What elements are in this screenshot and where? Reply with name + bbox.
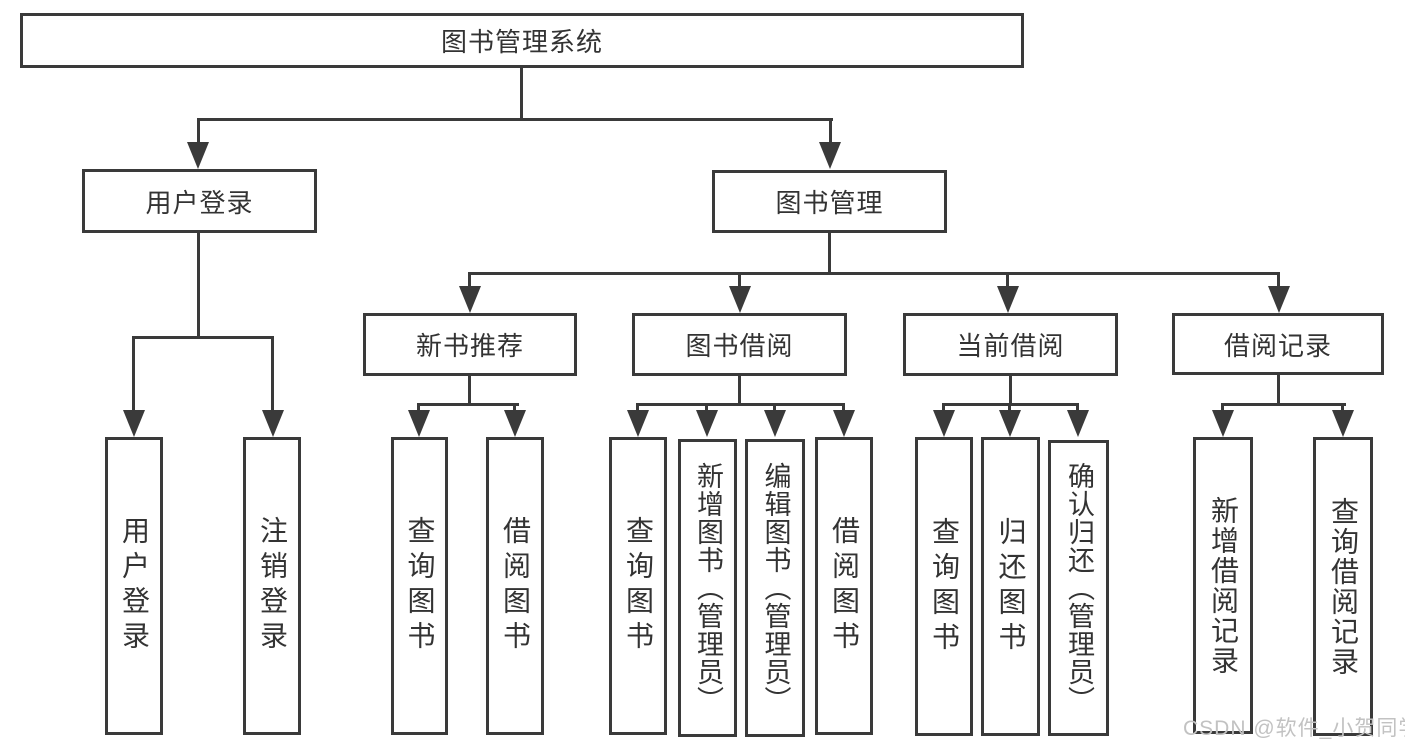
arrow-down-icon <box>627 410 649 437</box>
node-book-borrow: 图书借阅 <box>632 313 847 376</box>
connector-leaf-drop <box>271 336 274 412</box>
node-book-management: 图书管理 <box>712 170 947 233</box>
connector-level3-drop <box>468 272 471 288</box>
arrow-down-icon <box>1067 410 1089 437</box>
leaf-borrow-books: 借阅图书 <box>815 437 873 735</box>
connector-level3-drop <box>1277 272 1280 288</box>
connector-leaf-drop <box>1008 403 1011 413</box>
arrow-down-icon <box>819 142 841 169</box>
connector-rail <box>1221 403 1346 406</box>
connector-leaf-drop <box>842 403 845 413</box>
node-new-book-recommend: 新书推荐 <box>363 313 577 376</box>
leaf-query-books-current-label: 查询图书 <box>929 516 960 657</box>
connector-rail <box>636 403 845 406</box>
connector-stem <box>468 375 471 404</box>
leaf-edit-books-admin-label: 编辑图书（管理员） <box>760 462 791 714</box>
leaf-user-login-label: 用户登录 <box>119 516 150 656</box>
arrow-down-icon <box>833 410 855 437</box>
arrow-down-icon <box>999 410 1021 437</box>
arrow-down-icon <box>696 410 718 437</box>
node-user-login-label: 用户登录 <box>145 187 254 218</box>
leaf-query-books-borrow: 查询图书 <box>609 437 667 735</box>
arrow-down-icon <box>262 410 284 437</box>
leaf-query-books-recommend-label: 查询图书 <box>404 516 436 656</box>
leaf-add-books-admin-label: 新增图书（管理员） <box>693 462 723 714</box>
connector-book-mgmt-drop <box>829 118 832 144</box>
leaf-add-books-admin: 新增图书（管理员） <box>678 439 737 737</box>
connector-leaf-drop <box>1076 403 1079 413</box>
connector-user-login-stem <box>197 233 200 339</box>
connector-leaf-drop <box>705 403 708 413</box>
connector-level3-drop <box>1006 272 1009 288</box>
connector-stem <box>738 375 741 404</box>
node-borrow-records-label: 借阅记录 <box>1223 330 1332 361</box>
leaf-logout-login: 注销登录 <box>243 437 301 735</box>
leaf-query-books-current: 查询图书 <box>915 437 973 736</box>
leaf-borrow-books-recommend-label: 借阅图书 <box>500 516 531 656</box>
leaf-borrow-books-recommend: 借阅图书 <box>486 437 544 735</box>
arrow-down-icon <box>123 410 145 437</box>
arrow-down-icon <box>729 286 751 313</box>
connector-leaf-drop <box>1341 403 1344 413</box>
arrow-down-icon <box>504 410 526 437</box>
connector-leaf-drop <box>132 336 135 412</box>
connector-leaf-drop <box>417 403 420 413</box>
leaf-logout-login-label: 注销登录 <box>257 516 288 656</box>
connector-level3-drop <box>738 272 741 288</box>
connector-leaf-drop <box>513 403 516 413</box>
arrow-down-icon <box>187 142 209 169</box>
connector-book-mgmt-stem <box>828 232 831 272</box>
arrow-down-icon <box>459 286 481 313</box>
leaf-query-books-borrow-label: 查询图书 <box>623 516 654 656</box>
connector-user-login-drop <box>197 118 200 144</box>
leaf-borrow-books-label: 借阅图书 <box>829 516 860 656</box>
node-library-system-label: 图书管理系统 <box>440 27 603 57</box>
connector-level3-rail <box>468 272 1280 275</box>
node-current-borrow-label: 当前借阅 <box>956 331 1065 361</box>
connector-stem <box>1277 374 1280 404</box>
leaf-add-borrow-record-label: 新增借阅记录 <box>1208 495 1239 676</box>
node-book-management-label: 图书管理 <box>775 188 884 218</box>
connector-leaf-drop <box>773 403 776 413</box>
arrow-down-icon <box>1212 410 1234 437</box>
node-new-book-recommend-label: 新书推荐 <box>415 331 524 361</box>
node-borrow-records: 借阅记录 <box>1172 313 1384 375</box>
leaf-return-books: 归还图书 <box>981 437 1040 736</box>
csdn-watermark: CSDN @软件_小贺同学 <box>1183 717 1405 740</box>
leaf-confirm-return-admin: 确认归还（管理员） <box>1048 440 1109 736</box>
arrow-down-icon <box>997 286 1019 313</box>
arrow-down-icon <box>1332 410 1354 437</box>
node-current-borrow: 当前借阅 <box>903 313 1118 376</box>
connector-leaf-drop <box>1221 403 1224 413</box>
connector-rail <box>417 403 519 406</box>
connector-leaf-drop <box>636 403 639 413</box>
arrow-down-icon <box>764 410 786 437</box>
leaf-confirm-return-admin-label: 确认归还（管理员） <box>1064 462 1094 714</box>
leaf-edit-books-admin: 编辑图书（管理员） <box>745 439 805 737</box>
node-book-borrow-label: 图书借阅 <box>685 331 794 361</box>
connector-root-stem <box>520 68 523 118</box>
leaf-query-books-recommend: 查询图书 <box>391 437 448 735</box>
leaf-user-login: 用户登录 <box>105 437 163 735</box>
node-user-login: 用户登录 <box>82 169 317 233</box>
connector-level2-rail <box>197 118 833 121</box>
leaf-query-borrow-record-label: 查询借阅记录 <box>1328 496 1359 677</box>
leaf-return-books-label: 归还图书 <box>995 516 1027 657</box>
connector-user-login-rail <box>132 336 274 339</box>
arrow-down-icon <box>1268 286 1290 313</box>
leaf-add-borrow-record: 新增借阅记录 <box>1193 437 1253 734</box>
arrow-down-icon <box>933 410 955 437</box>
connector-stem <box>1009 375 1012 404</box>
leaf-query-borrow-record: 查询借阅记录 <box>1313 437 1373 736</box>
node-library-system: 图书管理系统 <box>20 13 1024 68</box>
arrow-down-icon <box>408 410 430 437</box>
connector-leaf-drop <box>942 403 945 413</box>
